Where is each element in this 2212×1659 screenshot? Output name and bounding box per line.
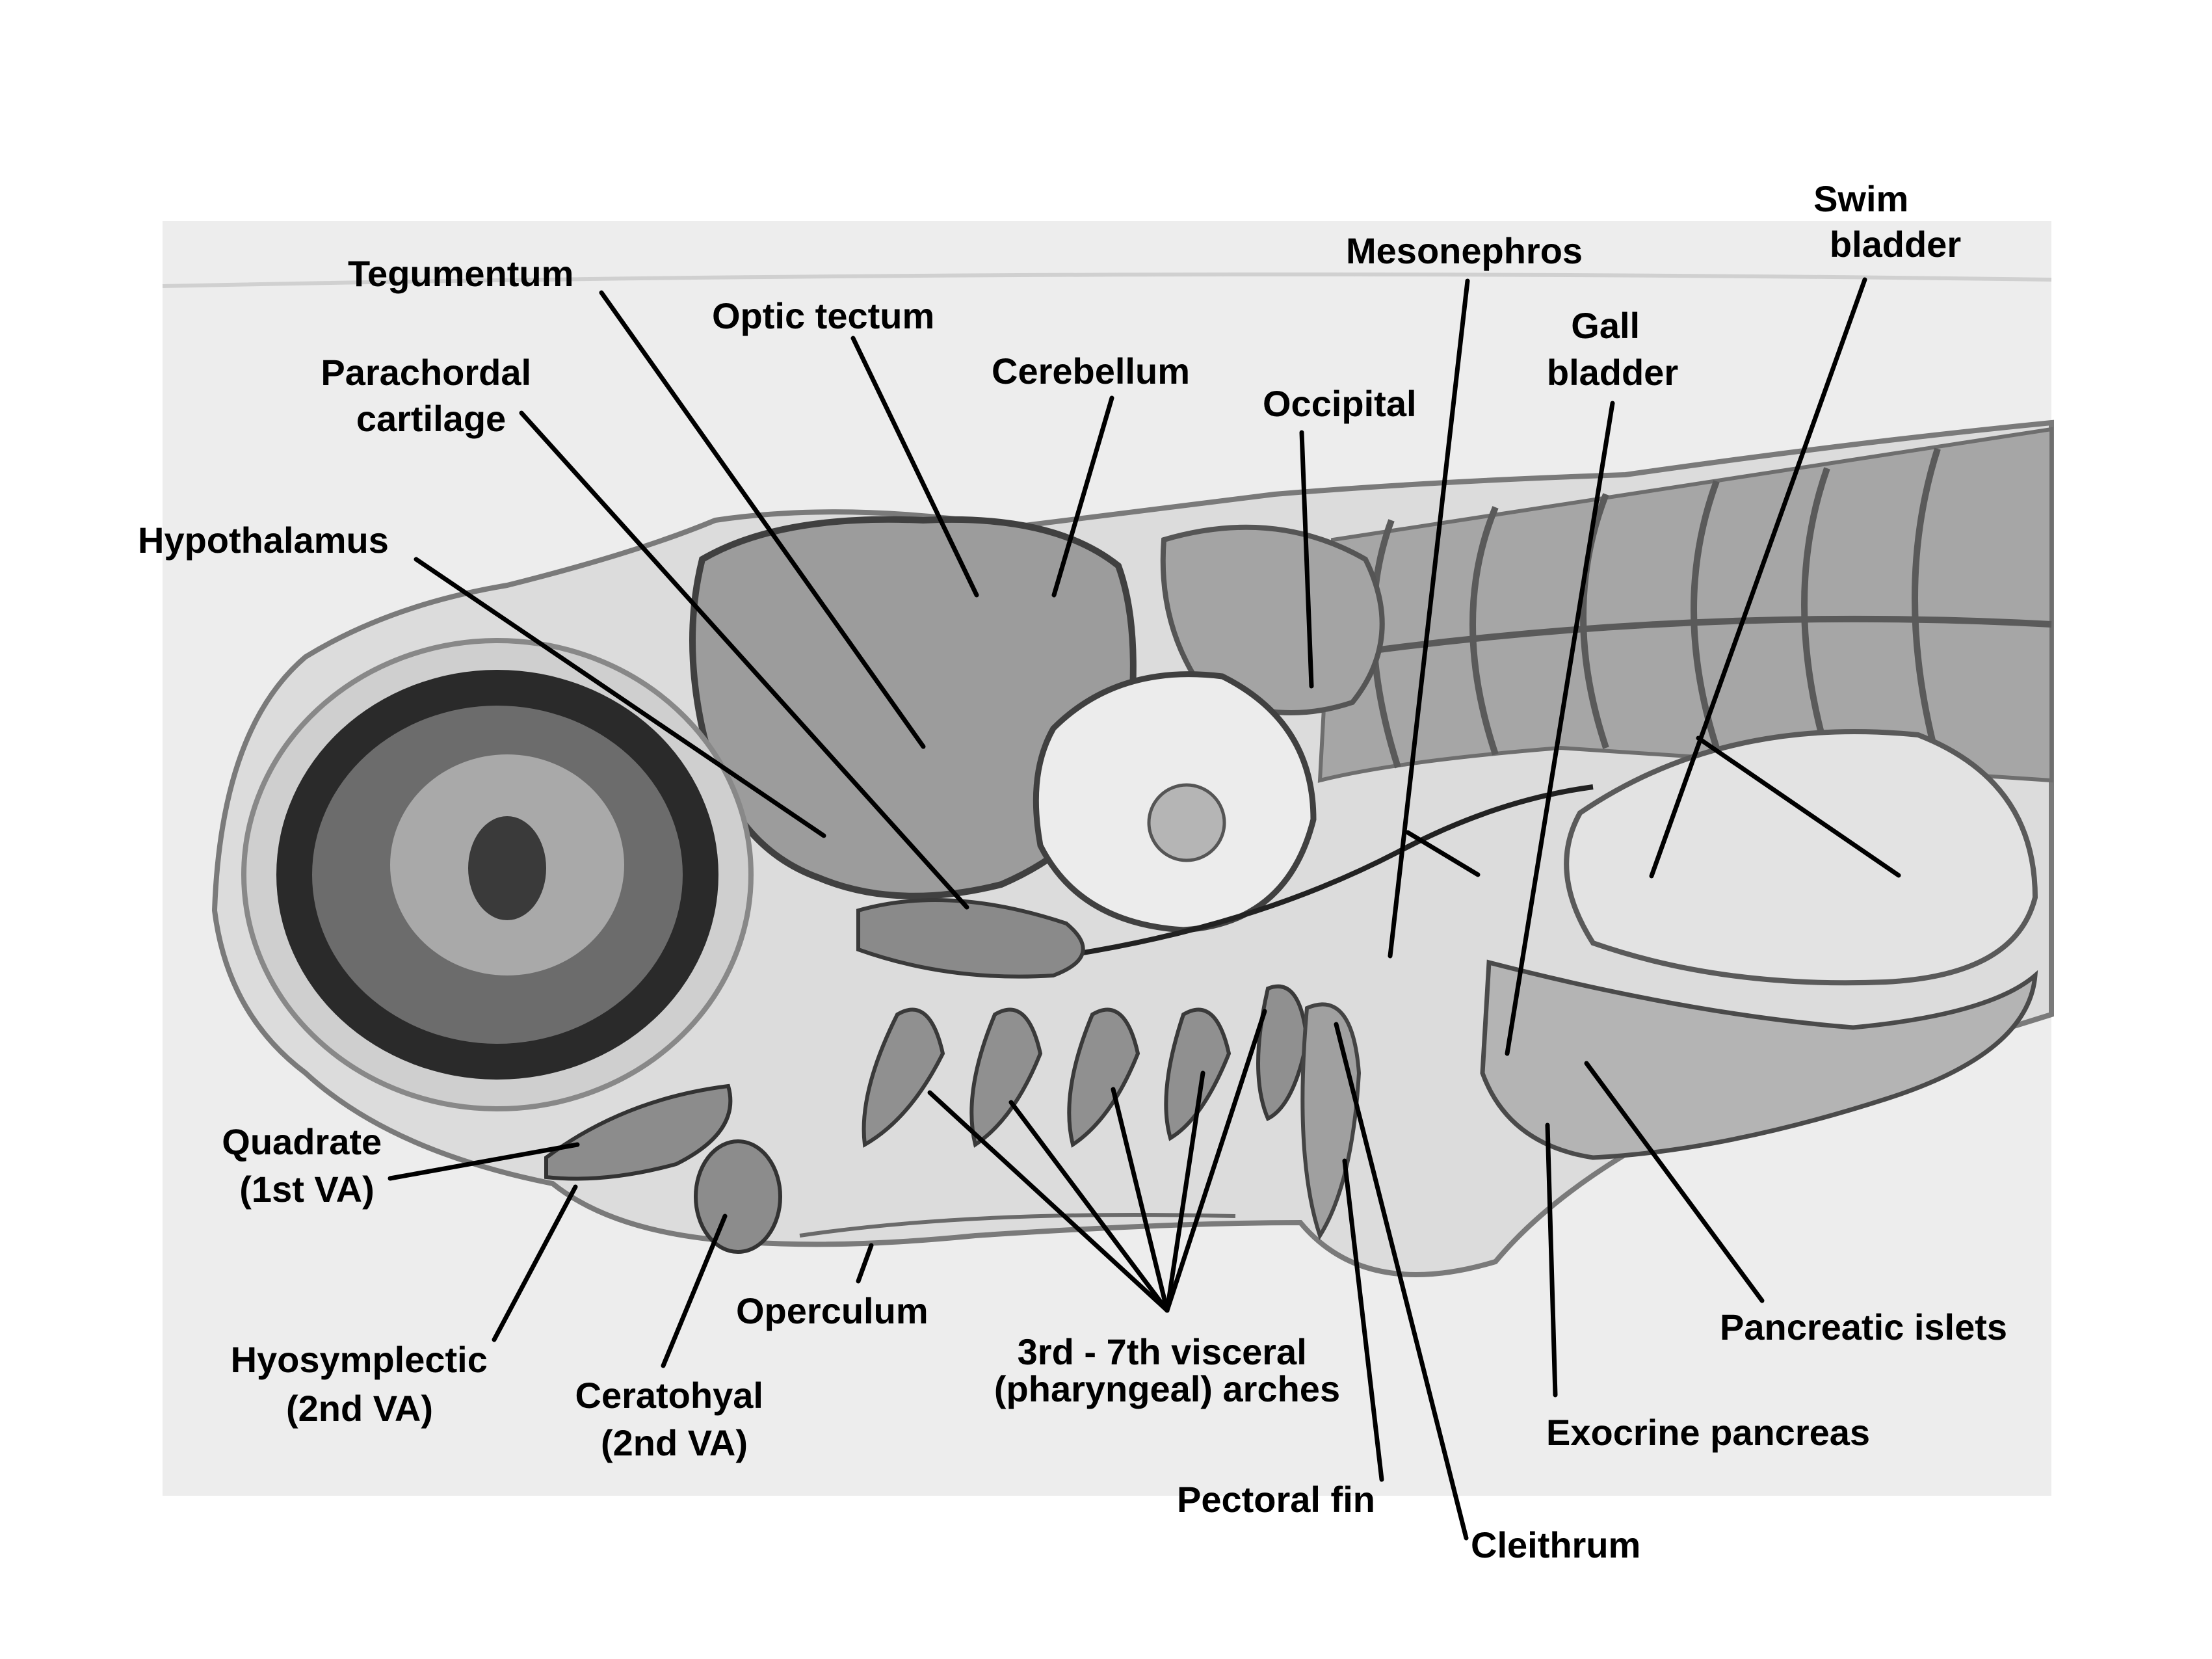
label-quadrate-line2: (1st VA) [239,1169,374,1210]
label-ceratohyal: Ceratohyal (2nd VA) [575,1375,774,1463]
eye-lens-core [468,816,546,920]
leader-tegumentum [599,290,926,749]
label-cerebellum: Cerebellum [992,351,1190,392]
label-parachordal-line1: Parachordal [321,352,531,393]
leader-swim-bladder [1649,277,1867,879]
label-tegumentum: Tegumentum [348,253,573,294]
leader-arch-5 [1111,1087,1170,1313]
leader-arch-3 [927,1090,1170,1313]
ceratohyal-region [694,1139,782,1254]
leader-quadrate [388,1142,580,1181]
label-arches-line2: (pharyngeal) arches [994,1368,1340,1409]
leader-operculum [856,1243,874,1284]
swim-bladder-region [1564,729,2038,986]
leader-exocrine-pancreas [1545,1122,1558,1398]
label-swim-bladder-line1: Swim [1813,178,1908,219]
leader-cleithrum [1334,1022,1469,1541]
parachordal-region [856,898,1085,979]
label-hypothalamus: Hypothalamus [138,520,389,561]
leader-swim-bladder-b [1696,736,1901,878]
label-pancreatic-islets: Pancreatic islets [1720,1307,2007,1347]
leader-hypothalamus [414,557,826,838]
ventral-skin-line [799,1213,1236,1238]
leader-cerebellum [1051,395,1114,598]
leader-ceratohyal [661,1214,728,1368]
leader-pancreatic-islets [1584,1061,1765,1303]
leader-mesonephros-b [1405,830,1481,877]
leader-pectoral-fin [1342,1158,1384,1482]
otolith [1147,783,1226,862]
label-gall-bladder-line1: Gall [1571,305,1640,346]
leader-arch-6 [1165,1070,1205,1313]
leader-occipital [1299,430,1314,689]
leader-optic-tectum [850,336,979,598]
pharyngeal-arches [862,984,1310,1148]
label-optic-tectum: Optic tectum [712,295,934,336]
dorsal-aorta-line [1014,784,1594,965]
label-quadrate: Quadrate (1st VA) [222,1121,391,1210]
label-swim-bladder-line2: bladder [1830,224,1961,265]
label-arches-line1: 3rd - 7th visceral [1018,1331,1307,1372]
leader-gall-bladder [1505,401,1615,1056]
quadrate-region [544,1083,733,1181]
label-gall-bladder: Gall bladder [1547,305,1678,393]
label-pectoral-fin: Pectoral fin [1177,1479,1375,1520]
leader-lines [388,277,1901,1541]
label-hyosymplectic-line1: Hyosymplectic [231,1339,488,1380]
hindbrain [1160,524,1385,715]
slide-edge-line [162,272,2052,288]
leader-hyosymplectic [492,1184,578,1342]
label-arches: 3rd - 7th visceral (pharyngeal) arches [994,1331,1340,1409]
label-parachordal: Parachordal cartilage [321,352,541,439]
label-exocrine-pancreas: Exocrine pancreas [1546,1412,1870,1453]
labels: Swim bladder Mesonephros Tegumentum Opti… [138,178,2007,1565]
label-ceratohyal-line1: Ceratohyal [575,1375,763,1416]
label-ceratohyal-line2: (2nd VA) [601,1422,748,1463]
label-quadrate-line1: Quadrate [222,1121,382,1162]
label-mesonephros: Mesonephros [1346,230,1583,271]
leader-parachordal [519,410,969,910]
leader-mesonephros [1388,278,1470,959]
label-cleithrum: Cleithrum [1471,1524,1640,1565]
label-parachordal-line2: cartilage [356,398,506,439]
micrograph [162,221,2054,1496]
label-operculum: Operculum [736,1290,928,1331]
label-occipital: Occipital [1263,383,1417,424]
label-hyosymplectic: Hyosymplectic (2nd VA) [231,1339,498,1429]
leader-arch-7 [1165,1009,1267,1313]
label-hyosymplectic-line2: (2nd VA) [286,1388,433,1429]
leader-arch-4 [1008,1100,1170,1313]
label-gall-bladder-line2: bladder [1547,352,1678,393]
label-swim-bladder: Swim bladder [1813,178,1961,265]
